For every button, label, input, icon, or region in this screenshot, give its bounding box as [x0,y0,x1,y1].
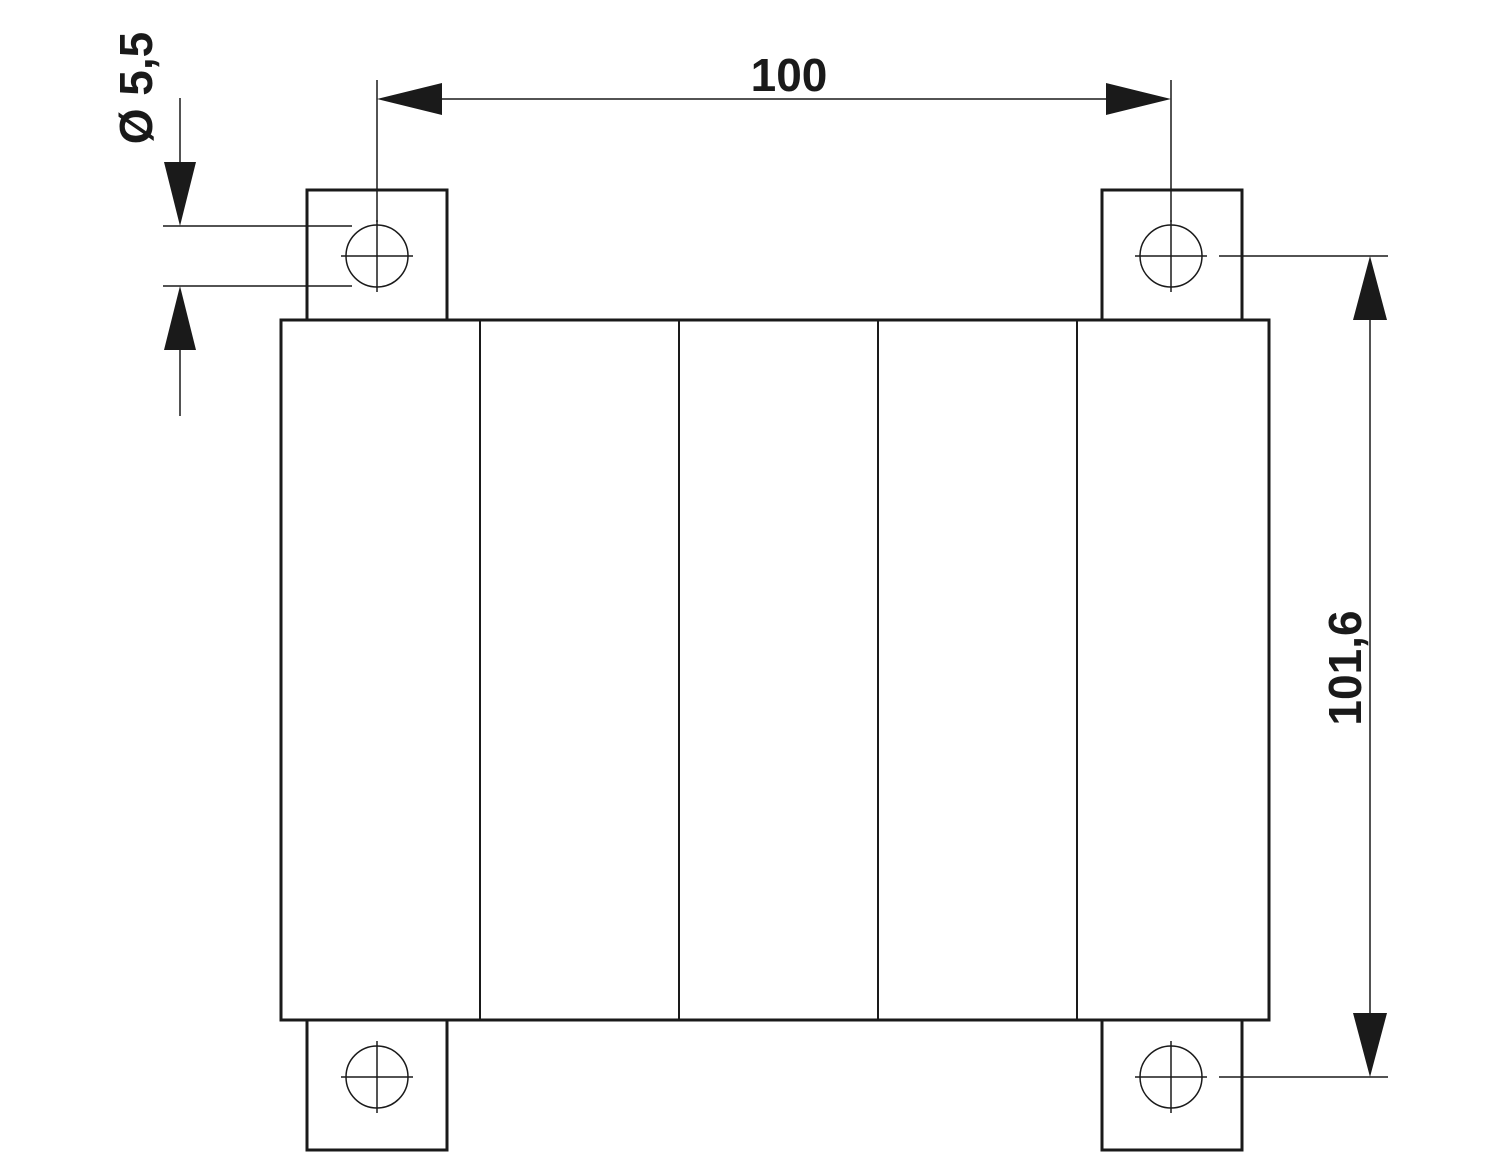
arrowhead-left [377,83,442,115]
dimension-label-vertical: 101,6 [1319,610,1371,725]
mounting-hole-bottom-right [1135,1041,1207,1113]
dimension-horizontal: 100 [376,49,1172,222]
housing-body [279,318,1271,1022]
arrowhead-up [164,286,196,350]
mounting-hole-bottom-left [341,1041,413,1113]
dimension-hole-diameter: Ø 5,5 [110,32,352,416]
arrowhead-bottom [1353,1013,1387,1077]
housing-outline [279,318,1271,1022]
mounting-holes [341,220,1207,1113]
arrowhead-down [164,162,196,226]
mounting-hole-top-right [1135,220,1207,292]
dimension-label-hole-diameter: Ø 5,5 [110,32,162,145]
mounting-hole-top-left [341,220,413,292]
arrowhead-right [1106,83,1171,115]
dimension-vertical: 101,6 [1219,255,1388,1078]
dimension-label-horizontal: 100 [751,49,828,101]
arrowhead-top [1353,256,1387,320]
